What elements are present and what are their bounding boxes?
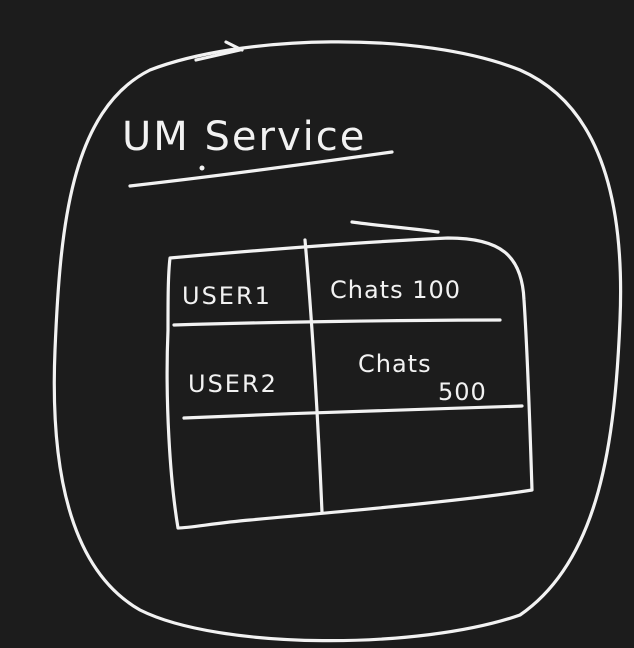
row-2-value-extra: 500 — [438, 378, 487, 406]
table-border — [165, 236, 534, 530]
row-2-user: USER2 — [188, 370, 278, 398]
service-boundary — [52, 40, 623, 643]
title-dot — [199, 165, 205, 171]
title-underline — [128, 150, 394, 188]
table-column-divider — [303, 238, 324, 514]
table-row-divider-2 — [182, 404, 524, 420]
row-2-value: Chats — [358, 350, 432, 378]
row-1-user: USER1 — [182, 282, 272, 310]
table-row-divider-1 — [172, 318, 502, 327]
service-title: UM Service — [122, 114, 366, 160]
row-1-value: Chats 100 — [330, 276, 461, 304]
table-arrow-mark — [350, 220, 440, 234]
boundary-arrow-mark — [194, 40, 244, 62]
